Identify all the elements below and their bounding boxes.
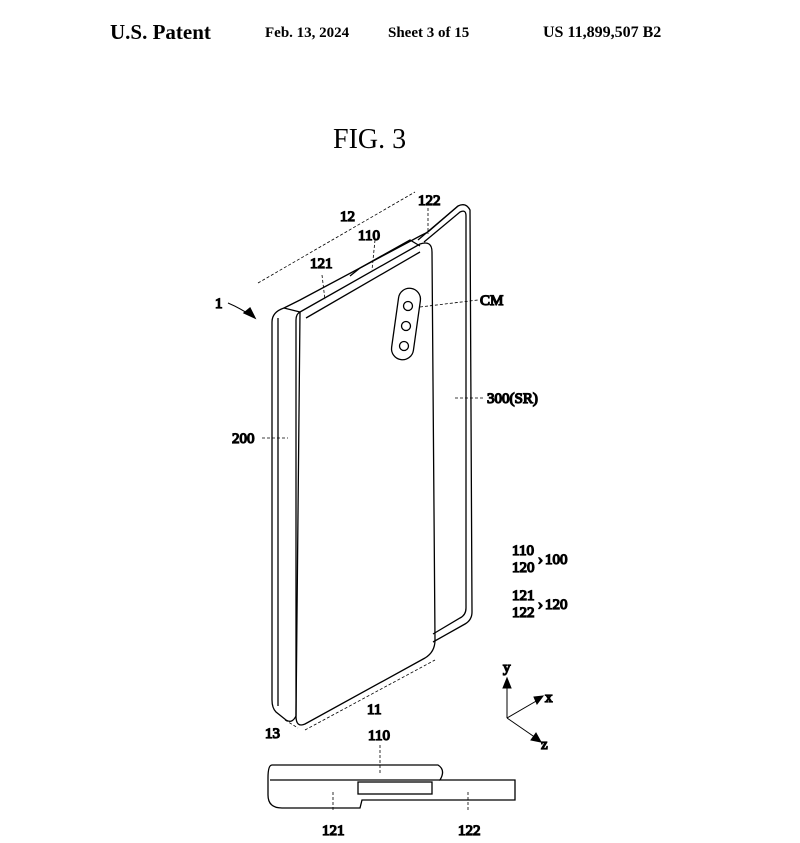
legend-121: 121 [512, 588, 535, 604]
legend-brace: › [538, 597, 543, 613]
legend-122: 122 [512, 605, 535, 621]
label-300-sr: 300(SR) [487, 391, 538, 407]
label-side-121: 121 [322, 823, 345, 839]
label-side-122: 122 [458, 823, 481, 839]
label-122: 122 [418, 193, 441, 209]
legend-100: 100 [545, 552, 568, 568]
rear-display-body [417, 204, 473, 643]
reference-legend: 110 120 › 100 121 122 › 120 [511, 542, 568, 621]
legend-110: 110 [512, 543, 534, 559]
patent-number: US 11,899,507 B2 [543, 24, 662, 41]
label-121: 121 [310, 256, 333, 272]
sheet-number: Sheet 3 of 15 [388, 25, 470, 41]
camera-lens-icon [400, 320, 412, 332]
figure-title: FIG. 3 [333, 124, 407, 155]
patent-date: Feb. 13, 2024 [265, 25, 350, 41]
label-13: 13 [265, 726, 280, 742]
camera-lens-icon [398, 340, 410, 352]
camera-lens-icon [402, 300, 414, 312]
label-200: 200 [232, 431, 255, 447]
legend-brace: › [538, 552, 543, 568]
patent-header-title: U.S. Patent [110, 20, 211, 44]
axis-indicator [502, 676, 545, 743]
axis-z-label: z [541, 737, 548, 753]
legend-120-group: 120 [545, 597, 568, 613]
side-view [267, 764, 516, 809]
label-side-110: 110 [368, 728, 390, 744]
front-panel [295, 242, 436, 726]
axis-y-label: y [503, 660, 511, 676]
side-frame-200 [271, 205, 459, 722]
camera-module [390, 287, 422, 361]
label-device: 1 [215, 296, 223, 312]
label-11: 11 [367, 702, 381, 718]
label-12: 12 [340, 209, 355, 225]
label-110: 110 [358, 228, 380, 244]
label-cm: CM [480, 293, 503, 309]
legend-120: 120 [512, 560, 535, 576]
axis-x-label: x [545, 690, 553, 706]
